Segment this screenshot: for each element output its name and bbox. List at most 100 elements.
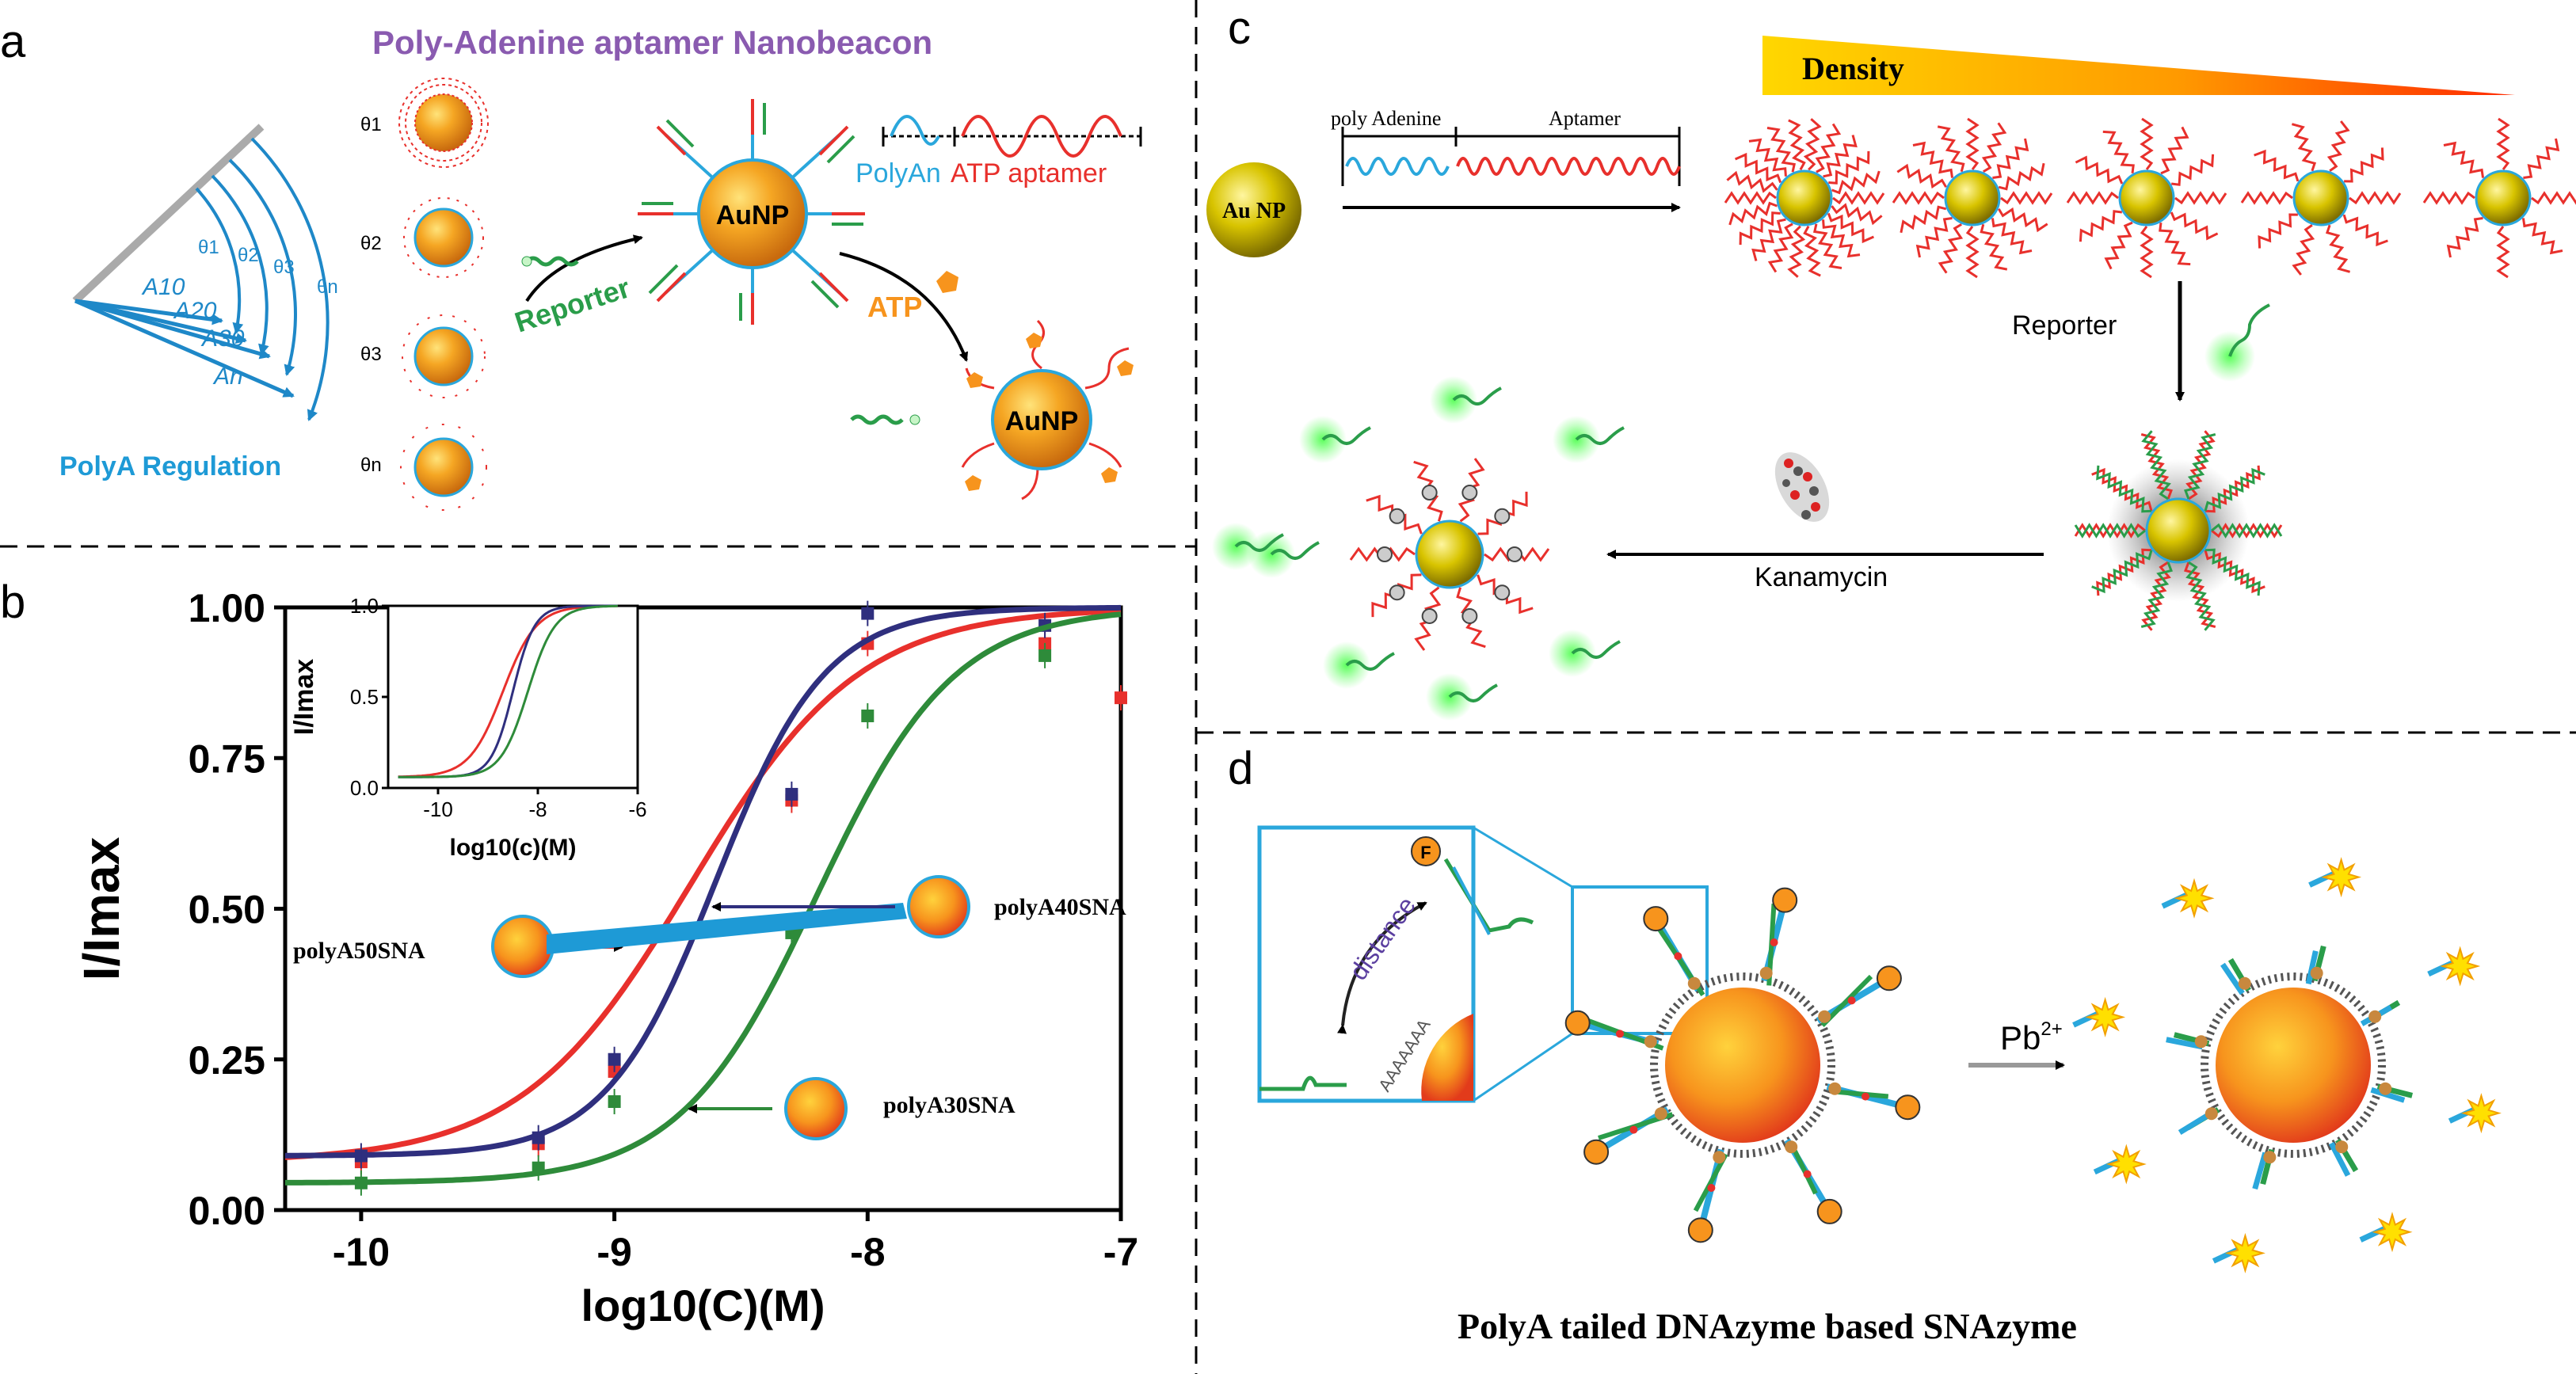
pb-symbol: Pb xyxy=(2000,1019,2041,1056)
aptamer-strand xyxy=(1726,170,1778,193)
aptamer-strand xyxy=(1831,203,1883,226)
aptamer-strand xyxy=(2326,120,2350,172)
aptamer-strand xyxy=(2496,226,2510,279)
aptamer-strand xyxy=(2344,147,2384,183)
nanoparticle xyxy=(2118,169,2175,226)
fluorophore-icon xyxy=(1895,1094,1921,1121)
cleavage-site xyxy=(1707,1184,1716,1193)
duplex-strand xyxy=(2091,550,2153,594)
aptamer-strand xyxy=(1912,141,1954,178)
panel-a: a Poly-Adenine aptamer Nanobeacon A10 A2… xyxy=(0,16,1142,511)
nanoparticle xyxy=(2475,169,2532,226)
duplex-strand xyxy=(2140,561,2173,628)
y-axis-label: I/Imax xyxy=(73,836,130,980)
aptamer-strand xyxy=(2066,191,2119,205)
duplex-strand xyxy=(2141,561,2171,631)
snazyme-quenched xyxy=(1564,887,1921,1243)
aptamer-strand xyxy=(2342,214,2388,247)
aptamer-strand xyxy=(2446,216,2483,258)
duplex-strand xyxy=(2091,467,2153,512)
panel-c: c Density Au NP poly Adenine Aptamer Rep… xyxy=(1206,2,2576,721)
kanamycin-bound-icon xyxy=(1494,584,1511,601)
aptamer-strand xyxy=(2291,123,2317,172)
duplex-strand xyxy=(2204,467,2265,512)
quencher-icon xyxy=(1687,976,1701,990)
aptamer-strand xyxy=(2159,222,2191,266)
aptamer-strand xyxy=(1900,205,1947,234)
polya-shell xyxy=(1650,972,1835,1158)
fluorophore-icon xyxy=(1876,965,1902,991)
aptamer-strand xyxy=(1992,138,2029,180)
aptamer-strand xyxy=(1803,118,1822,171)
aptamer-strand xyxy=(2292,224,2315,276)
aptamer-strand xyxy=(1998,162,2045,191)
duplex-strand xyxy=(2074,523,2146,539)
polya-fan-diagram: A10 A20 A30 An θ1 θ2 θ3 θn PolyA Regulat… xyxy=(59,124,338,481)
fluorophore-icon xyxy=(1816,1198,1842,1224)
main-chart: 0.000.250.500.751.00-10-9-8-7log10(C)(M)… xyxy=(73,586,1138,1330)
aptamer-strand xyxy=(2240,191,2293,205)
aptamer-strand xyxy=(1981,122,2007,173)
series-curve-0 xyxy=(284,607,1122,1160)
nanoparticle xyxy=(413,437,474,497)
kanamycin-bound-icon xyxy=(1507,546,1522,562)
arm-label-a10: A10 xyxy=(141,274,185,300)
duplex-strand xyxy=(2204,550,2265,594)
fluorescence-star-icon xyxy=(2440,946,2481,987)
polya-regulation-label: PolyA Regulation xyxy=(59,451,281,481)
poly-adenine-label: poly Adenine xyxy=(1331,107,1441,130)
fluorescence-star-icon xyxy=(2105,1144,2147,1185)
panel-d: d AAAAAAA distance F Pb2+ PolyA tailed D… xyxy=(1228,743,2502,1346)
y-tick-label: 0.50 xyxy=(189,888,265,932)
duplex-strand xyxy=(2211,523,2283,539)
aptamer-strand xyxy=(1751,218,1786,261)
y-tick-label: 0.25 xyxy=(189,1038,265,1083)
duplex-strand xyxy=(2185,430,2216,501)
zoom-source-box xyxy=(1571,885,1709,1035)
substrate-fragment xyxy=(2370,1087,2406,1103)
aptamer-strand xyxy=(1896,163,1948,189)
aptamer-strand xyxy=(1787,225,1806,278)
arm-label-a30: A30 xyxy=(200,325,245,352)
angle-label-2: θ2 xyxy=(238,245,259,266)
nanoparticle xyxy=(1776,169,1833,226)
inset-y-axis-label: I/Imax xyxy=(289,659,319,735)
quencher-icon xyxy=(2263,1151,2277,1164)
series-curve-1 xyxy=(285,604,1122,1159)
theta-1: θ1 xyxy=(360,114,382,135)
kanamycin-label: Kanamycin xyxy=(1755,562,1888,592)
aptamer-strand xyxy=(2174,191,2227,205)
kanamycin-molecule-icon xyxy=(1774,452,1830,522)
aptamer-strand xyxy=(2258,213,2298,249)
aptamer-strand xyxy=(1788,119,1806,171)
theta-2: θ2 xyxy=(360,233,382,254)
atp-label: ATP xyxy=(867,291,922,323)
aptamer-strand xyxy=(1766,127,1797,173)
quencher-icon xyxy=(2379,1082,2392,1095)
panel-d-caption: PolyA tailed DNAzyme based SNAzyme xyxy=(1458,1306,2077,1346)
fluorophore-icon xyxy=(1772,887,1798,913)
quencher-icon xyxy=(2335,1140,2349,1154)
kanamycin-bound-icon xyxy=(1421,485,1438,501)
panel-d-letter: d xyxy=(1228,743,1253,794)
cleavage-site xyxy=(1674,952,1682,961)
kanamycin-bound-icon xyxy=(1421,607,1438,624)
inset-series-curve-0 xyxy=(398,604,618,778)
cleavage-site xyxy=(1615,1030,1624,1038)
polya50-label: polyA50SNA xyxy=(293,938,425,964)
polyan-label: PolyAn xyxy=(855,158,941,188)
aptamer-strand xyxy=(1827,212,1875,244)
aptamer-strand xyxy=(1831,170,1881,195)
cleavage-site xyxy=(1847,996,1856,1005)
aptamer-strand xyxy=(1832,191,1885,205)
kanamycin-bound-icon xyxy=(1461,485,1478,501)
nanoparticle xyxy=(1944,169,2001,226)
aptamer-strand xyxy=(2531,191,2576,205)
pb-ion-label: Pb2+ xyxy=(2000,1018,2063,1056)
aptamer-strand xyxy=(1739,211,1781,245)
reporter-strand xyxy=(1452,386,1502,405)
reporter-label-c: Reporter xyxy=(2012,310,2117,341)
quencher-icon xyxy=(1818,1010,1831,1023)
cleavage-site xyxy=(1770,938,1778,946)
